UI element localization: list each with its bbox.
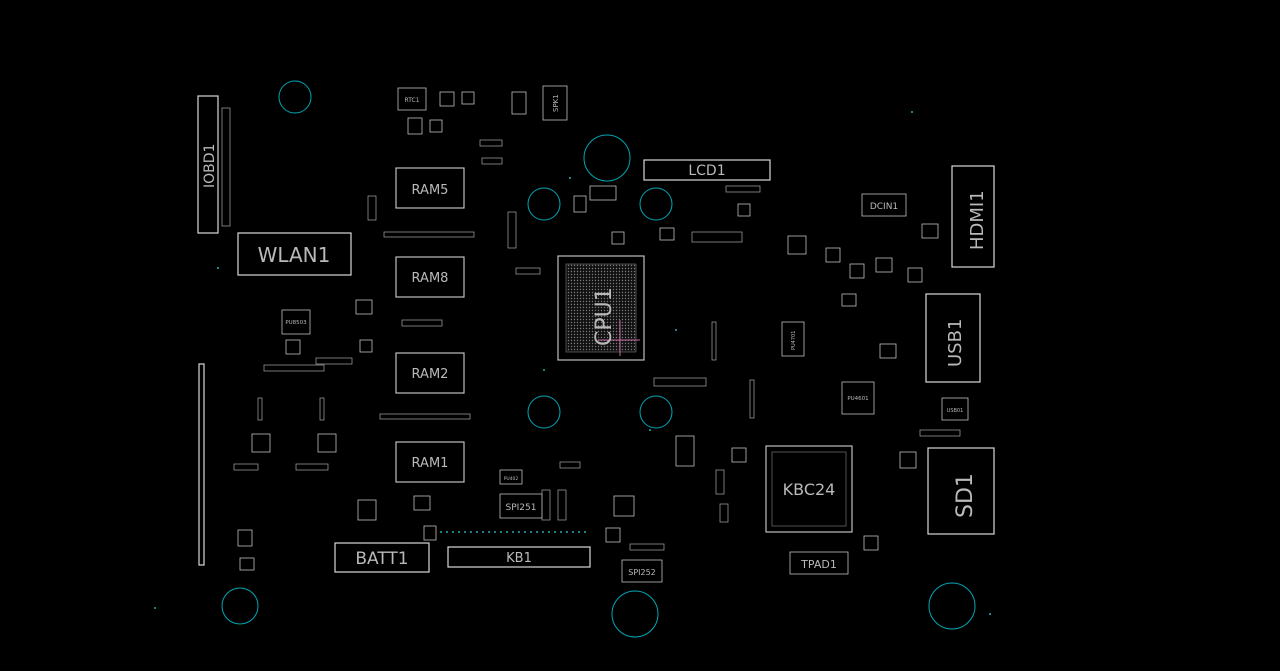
mounting-hole [639,395,673,429]
kbc24-chip[interactable]: KBC24 [765,445,853,533]
lcd1-connector[interactable]: LCD1 [643,159,771,181]
left-edge-connector[interactable] [198,363,205,566]
iobd1-label: IOBD1 [202,144,218,188]
mounting-hole [583,134,631,182]
kb1-connector[interactable]: KB1 [447,546,591,568]
ram1-label: RAM1 [412,456,449,471]
pu402-label: PU402 [504,476,519,482]
usb1-label: USB1 [945,319,966,367]
kb1-label: KB1 [506,551,532,566]
ram2-chip[interactable]: RAM2 [395,352,465,394]
sd1-label: SD1 [953,473,978,518]
ram5-chip[interactable]: RAM5 [395,167,465,209]
spi252-chip[interactable]: SPI252 [621,559,663,583]
pu4701-chip[interactable]: PU4701 [781,321,805,357]
mounting-hole [611,590,659,638]
pu8503-chip[interactable]: PU8503 [281,309,311,335]
ram1-chip[interactable]: RAM1 [395,441,465,483]
mounting-hole [278,80,312,114]
lcd1-label: LCD1 [688,163,725,179]
mounting-hole [527,187,561,221]
mounting-hole [639,187,673,221]
ram2-label: RAM2 [412,367,449,382]
dcin1-label: DCIN1 [870,202,898,212]
usb01-chip[interactable]: USB01 [941,397,969,421]
ram8-chip[interactable]: RAM8 [395,256,465,298]
dcin1-connector[interactable]: DCIN1 [861,193,907,217]
mounting-holes [221,80,976,638]
wlan1-label: WLAN1 [258,243,331,267]
pu4601-chip[interactable]: PU4601 [841,381,875,415]
spk1-connector[interactable]: SPK1 [542,85,568,121]
spi251-label: SPI251 [506,503,537,513]
wlan1-connector[interactable]: WLAN1 [237,232,352,276]
kbc24-label: KBC24 [783,480,836,499]
iobd1-connector[interactable]: IOBD1 [197,95,219,234]
ram8-label: RAM8 [412,271,449,286]
tpad1-label: TPAD1 [800,558,837,571]
usb1-connector[interactable]: USB1 [925,293,981,383]
spk1-label: SPK1 [552,94,560,112]
pu8503-label: PU8503 [285,320,307,326]
vias [154,111,991,615]
sd1-slot[interactable]: SD1 [927,447,995,535]
passive-arrays [221,107,961,551]
cpu1-label: CPU1 [592,287,617,346]
tpad1-connector[interactable]: TPAD1 [789,551,849,575]
pu4701-label: PU4701 [791,331,797,350]
hdmi1-label: HDMI1 [967,190,988,250]
mounting-hole [221,587,259,625]
rtc1-component[interactable]: RTC1 [397,87,427,111]
usb01-label: USB01 [947,408,964,414]
batt1-label: BATT1 [355,549,408,569]
spi252-label: SPI252 [628,568,656,577]
pu402-chip[interactable]: PU402 [499,469,523,485]
pu4601-label: PU4601 [847,396,868,402]
hdmi1-connector[interactable]: HDMI1 [951,165,995,268]
rtc1-label: RTC1 [404,97,419,104]
small-components [237,91,939,571]
ram5-label: RAM5 [412,183,449,198]
cpu1-chip[interactable]: CPU1 [557,255,645,361]
mounting-hole [928,582,976,630]
batt1-connector[interactable]: BATT1 [334,542,430,573]
mounting-hole [527,395,561,429]
